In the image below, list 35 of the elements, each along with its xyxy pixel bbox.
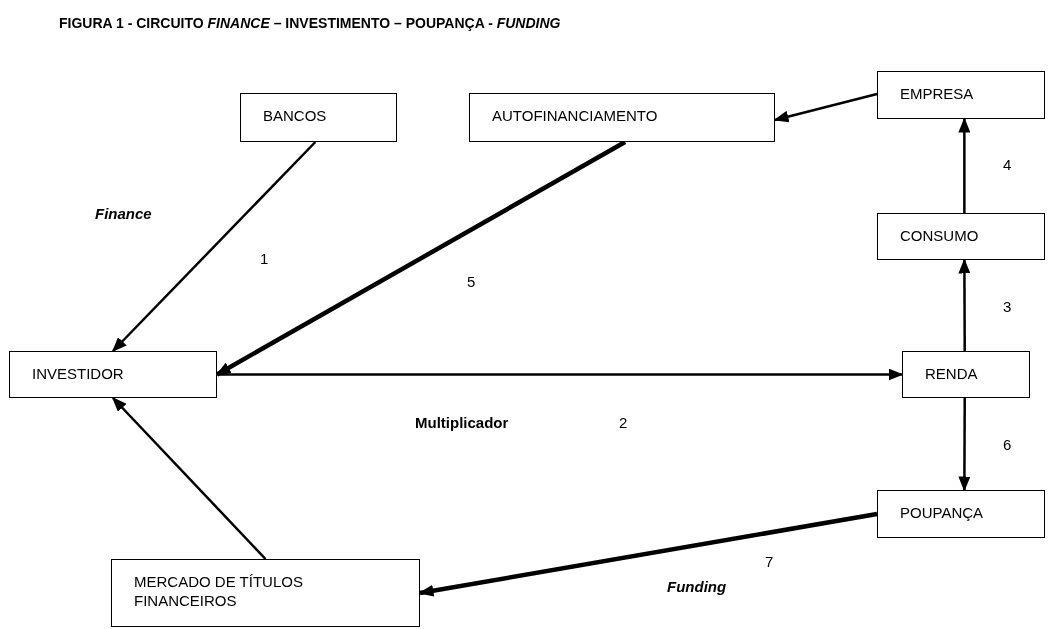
arrow (112, 141, 317, 352)
arrow (217, 368, 904, 381)
process-box (877, 213, 1045, 260)
arrow (418, 511, 878, 598)
annotation-text: 6 (1003, 435, 1012, 455)
box-label: INVESTIDOR (32, 365, 124, 382)
figure-title: FIGURA 1 - CIRCUITO FINANCE – INVESTIMENTO – POUPANÇA - FUNDING (59, 14, 561, 33)
process-box (9, 351, 217, 398)
annotation-text: Finance (95, 204, 152, 224)
process-box (877, 71, 1045, 119)
box-label: CONSUMO (900, 227, 979, 244)
arrow (773, 92, 878, 124)
annotation-text: 3 (1003, 297, 1012, 317)
arrow (112, 397, 267, 560)
process-box (469, 93, 775, 142)
annotation-text: Multiplicador (415, 413, 509, 433)
box-label: AUTOFINANCIAMENTO (492, 107, 658, 124)
annotation-text: 4 (1003, 155, 1012, 175)
arrow (958, 398, 971, 492)
process-box (111, 559, 420, 627)
annotation-text: 5 (467, 272, 476, 292)
box-label: RENDA (925, 365, 978, 382)
box-label: EMPRESA (900, 85, 974, 102)
annotation-text: Funding (667, 577, 727, 597)
box-label: BANCOS (263, 107, 327, 124)
process-box (877, 490, 1045, 538)
box-label: POUPANÇA (900, 504, 984, 521)
annotation-text: 7 (765, 552, 774, 572)
process-box (902, 351, 1030, 398)
arrow (958, 117, 971, 213)
annotation-text: 2 (619, 413, 628, 433)
box-label: MERCADO DE TÍTULOS FINANCEIROS (134, 573, 303, 609)
process-box (240, 93, 397, 142)
annotation-text: 1 (260, 249, 269, 269)
arrow (958, 258, 971, 351)
